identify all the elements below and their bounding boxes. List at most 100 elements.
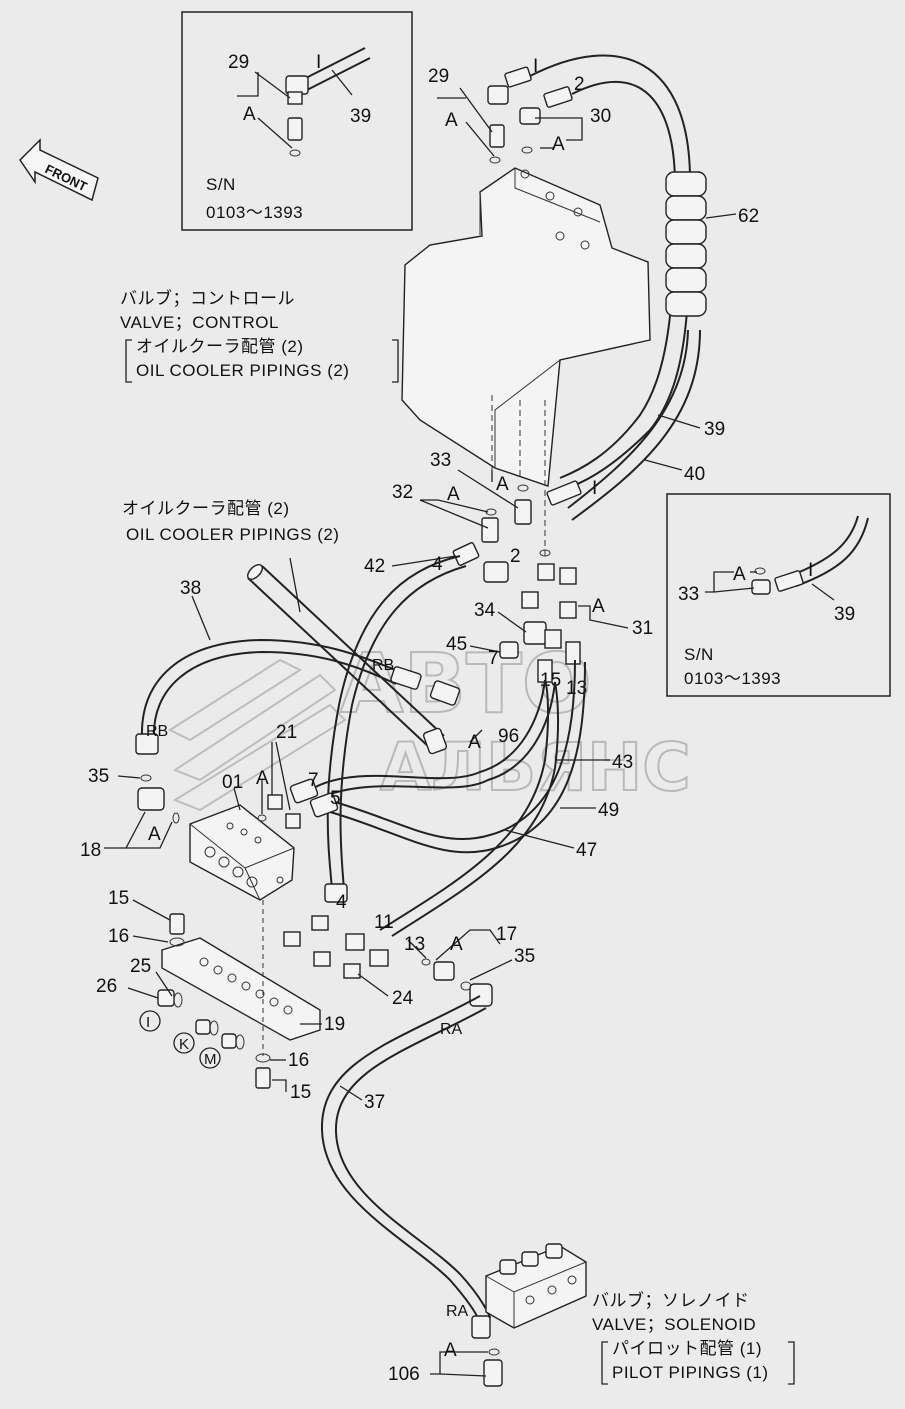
inset-top-elbow-nut — [287, 91, 303, 105]
callout-A: A — [592, 596, 605, 617]
control-valve-jp-title: バルブ；コントロール — [120, 288, 295, 308]
solenoid-en-sub: PILOT PIPINGS (1) — [612, 1363, 769, 1382]
callout-2: 2 — [574, 74, 585, 95]
inset-right-hose — [789, 515, 859, 577]
pipe-end-fitting — [422, 727, 448, 755]
adapter-17 — [433, 961, 455, 981]
inset-top-hose — [297, 47, 366, 83]
leader — [237, 72, 259, 97]
cooler-pipe — [247, 564, 448, 755]
callout-96: 96 — [498, 726, 519, 747]
callout-43: 43 — [612, 752, 633, 773]
oring — [521, 146, 533, 154]
tee-fitting-33 — [514, 499, 532, 525]
inset-top-callout-29: 29 — [228, 52, 249, 73]
circled-code-K: K — [173, 1032, 195, 1054]
adapter-fitting — [313, 951, 331, 967]
bracket — [601, 1341, 608, 1385]
leader — [289, 557, 301, 613]
control-valve-port — [555, 231, 565, 241]
control-valve-port — [573, 207, 583, 217]
top-fittings: 29 A 30 A I 2 — [428, 56, 611, 164]
circled-code-I: I — [139, 1010, 161, 1032]
adapter-fitting — [544, 629, 562, 649]
leader — [457, 469, 519, 509]
callout-25: 25 — [130, 956, 151, 977]
plug-K — [195, 1019, 211, 1035]
leader — [275, 741, 291, 811]
adapter-fitting — [369, 949, 389, 967]
callout-A: A — [148, 824, 161, 845]
hose-47 — [327, 659, 576, 840]
elbow-RA — [469, 983, 493, 1007]
hose-11 — [379, 679, 550, 931]
cooler-pipe-edge — [247, 577, 431, 749]
callout-34: 34 — [474, 600, 496, 621]
leader — [254, 71, 291, 99]
hose-end-7 — [289, 778, 319, 804]
inset-right-frame — [666, 493, 891, 697]
callout-24: 24 — [392, 988, 414, 1009]
oil-cooler-caption: オイルクーラ配管 (2) OIL COOLER PIPINGS (2) — [122, 499, 339, 613]
leader — [469, 645, 501, 653]
callout-A: A — [445, 110, 458, 131]
bolt-15-top — [169, 913, 185, 935]
callout-01: 01 — [222, 772, 243, 793]
callout-A: A — [450, 934, 463, 955]
hose-end-4 — [324, 883, 348, 903]
control-valve-jp-sub: オイルクーラ配管 (2) — [136, 337, 304, 356]
leader — [339, 1085, 363, 1101]
inset-top: 29 A I 39 S/N 0103～1393 — [181, 11, 413, 231]
control-valve-edge — [514, 168, 601, 223]
label-RA-lower: RA — [446, 1303, 469, 1320]
leader — [705, 571, 734, 593]
leader — [430, 1351, 488, 1375]
protector-62 — [665, 171, 707, 317]
hose-40-outer — [571, 329, 701, 521]
control-valve-port — [545, 191, 555, 201]
inset-top-sn-range: 0103～1393 — [206, 203, 303, 222]
adapter-fitting — [537, 563, 555, 581]
tee-fitting-34 — [523, 621, 547, 645]
hose-end-fitting — [504, 66, 532, 88]
callout-7: 7 — [488, 648, 499, 669]
hose-43-edge — [311, 681, 556, 803]
plug-M — [221, 1033, 237, 1049]
callout-5: 5 — [330, 788, 341, 809]
callout-18: 18 — [80, 840, 101, 861]
callout-16: 16 — [288, 1050, 309, 1071]
callout-A: A — [552, 134, 565, 155]
seal-25 — [173, 992, 183, 1008]
callout-33: 33 — [430, 450, 451, 471]
leader — [126, 821, 173, 849]
leader — [535, 117, 583, 141]
inset-right-sn-label: S/N — [684, 645, 714, 664]
hose-37: 37 RA — [320, 995, 491, 1339]
leader — [104, 811, 146, 849]
callout-42: 42 — [364, 556, 385, 577]
solenoid-en-title: VALVE；SOLENOID — [592, 1315, 756, 1334]
callout-62: 62 — [738, 206, 759, 227]
inset-right-elbow — [751, 579, 771, 595]
leader — [407, 939, 427, 959]
oring-13 — [421, 958, 431, 966]
leader — [459, 87, 493, 133]
solenoid-jp-sub: パイロット配管 (1) — [612, 1339, 762, 1358]
hose-end-13 — [565, 641, 581, 665]
callout-13: 13 — [404, 934, 425, 955]
watermark-line1: АВТО — [340, 637, 592, 732]
callout-106: 106 — [388, 1364, 420, 1385]
elbow-fitting — [519, 107, 541, 125]
control-valve-caption: バルブ；コントロール VALVE；CONTROL オイルクーラ配管 (2) OI… — [120, 288, 399, 383]
inset-top-oring — [289, 149, 301, 157]
control-valve-body — [401, 167, 651, 487]
control-valve-port — [580, 240, 590, 250]
leader — [155, 971, 173, 997]
solenoid-valve-caption: バルブ；ソレノイド VALVE；SOLENOID パイロット配管 (1) PIL… — [592, 1290, 795, 1385]
leader — [469, 959, 513, 981]
callout-49: 49 — [598, 800, 619, 821]
washer-16-top — [169, 937, 185, 947]
adapter-106 — [483, 1359, 503, 1387]
leader — [811, 583, 835, 601]
leader — [420, 499, 489, 513]
